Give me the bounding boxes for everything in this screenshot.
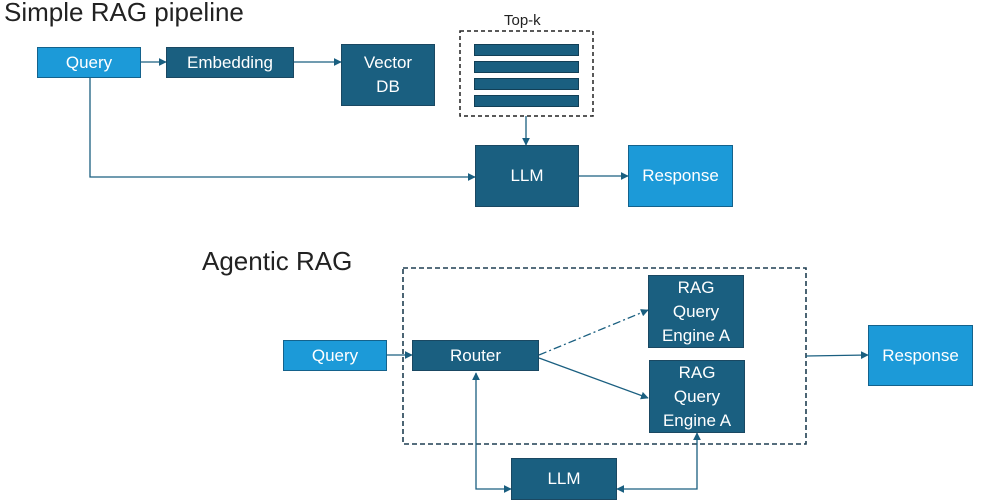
topk-result-bar-3 <box>474 78 579 90</box>
edge-router-to-engine-bottom <box>538 357 649 400</box>
vector-db-node: Vector DB <box>341 44 435 106</box>
simple-rag-title: Simple RAG pipeline <box>4 0 244 27</box>
agentic-rag-title: Agentic RAG <box>202 246 353 276</box>
edge-engine-llm <box>616 432 701 493</box>
agentic-response-node: Response <box>868 325 973 386</box>
embedding-node: Embedding <box>166 47 294 78</box>
simple-response-node: Response <box>628 145 733 207</box>
topk-result-bar-1 <box>474 44 579 56</box>
router-node: Router <box>412 340 539 371</box>
simple-llm-node: LLM <box>475 145 579 207</box>
edge-query-to-llm <box>89 78 476 181</box>
rag-query-engine-top-node: RAG Query Engine A <box>648 275 744 348</box>
agentic-query-node: Query <box>283 340 387 371</box>
edge-agent-to-response <box>805 351 869 360</box>
agentic-llm-node: LLM <box>511 458 617 500</box>
topk-result-bar-4 <box>474 95 579 107</box>
edge-router-to-engine-top <box>538 309 649 356</box>
topk-dashed-frame <box>459 30 594 117</box>
simple-query-node: Query <box>37 47 141 78</box>
topk-label: Top-k <box>504 12 541 29</box>
topk-result-bar-2 <box>474 61 579 73</box>
rag-query-engine-bottom-node: RAG Query Engine A <box>649 360 745 433</box>
edge-router-llm <box>472 372 512 493</box>
